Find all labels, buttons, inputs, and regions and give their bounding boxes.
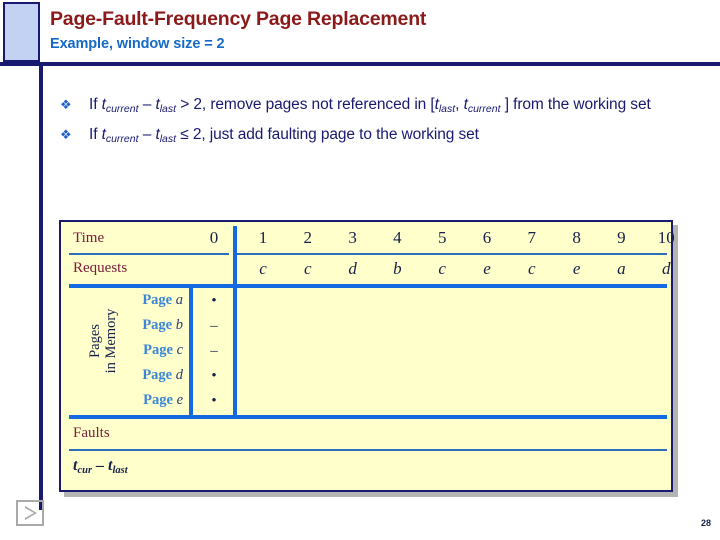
time-cell-8: 8 bbox=[572, 228, 581, 247]
request-cell-8: e bbox=[572, 259, 581, 278]
row-label-requests: Requests bbox=[73, 260, 128, 276]
bullet-1-part-3: – bbox=[138, 126, 156, 143]
bullet-1-part-2: current bbox=[105, 133, 139, 145]
request-cell-10: d bbox=[661, 259, 671, 278]
time-cell-3: 3 bbox=[348, 228, 357, 247]
list-item: ❖ If tcurrent – tlast ≤ 2, just add faul… bbox=[58, 124, 708, 150]
row-label-faults: Faults bbox=[73, 425, 110, 441]
vrule-time-split bbox=[233, 226, 237, 284]
request-cell-1: c bbox=[259, 259, 267, 278]
time-cell-1: 1 bbox=[258, 228, 268, 247]
time-cell-2: 2 bbox=[303, 228, 313, 247]
row-label-time: Time bbox=[73, 230, 105, 246]
delta-t-cur-sub: cur bbox=[77, 465, 93, 476]
page-row-label-b: Page b bbox=[91, 317, 183, 334]
request-cell-4: b bbox=[393, 259, 402, 278]
list-item: ❖ If tcurrent – tlast > 2, remove pages … bbox=[58, 94, 708, 120]
page-letter-b: b bbox=[175, 317, 183, 333]
page-a-col0-mark: • bbox=[211, 293, 217, 309]
rule-below-faults bbox=[69, 449, 667, 451]
page-d-col0-mark: • bbox=[211, 368, 217, 384]
left-vertical-divider bbox=[39, 62, 43, 510]
bullet-0-part-3: – bbox=[138, 96, 156, 113]
bullet-0-part-12: ] from the working set bbox=[500, 96, 651, 113]
time-cell-5: 5 bbox=[437, 228, 447, 247]
time-cell-6: 6 bbox=[482, 228, 492, 247]
rule-below-pages bbox=[69, 415, 667, 419]
diamond-bullet-icon: ❖ bbox=[60, 127, 72, 142]
request-cell-6: e bbox=[483, 259, 491, 278]
bullet-0-part-8: last bbox=[438, 103, 456, 115]
bullet-0-part-0: If bbox=[89, 96, 102, 113]
bullet-text-0: If tcurrent – tlast > 2, remove pages no… bbox=[89, 96, 651, 115]
bullet-0-part-1: t bbox=[101, 96, 106, 113]
page-subtitle: Example, window size = 2 bbox=[50, 36, 225, 52]
vrule-col0-right bbox=[233, 284, 237, 415]
page-e-col0-mark: • bbox=[211, 393, 217, 409]
bullet-0-part-10: t bbox=[463, 96, 468, 113]
bullet-0-part-4: t bbox=[155, 96, 160, 113]
next-slide-button[interactable] bbox=[16, 500, 44, 526]
page-c-col0-mark: – bbox=[210, 343, 218, 359]
time-cell-10: 10 bbox=[657, 228, 675, 247]
vrule-col0-left bbox=[189, 284, 193, 415]
delta-t-last: t bbox=[108, 457, 113, 474]
header-accent-box bbox=[3, 2, 40, 62]
bullet-1-part-1: t bbox=[101, 126, 106, 143]
page-letter-d: d bbox=[175, 367, 183, 383]
bullet-0-part-2: current bbox=[105, 103, 139, 115]
time-cell-0: 0 bbox=[209, 228, 219, 247]
page-b-col0-mark: – bbox=[210, 318, 218, 334]
time-cell-4: 4 bbox=[393, 228, 402, 247]
time-cell-7: 7 bbox=[527, 228, 537, 247]
request-cell-7: c bbox=[528, 259, 536, 278]
play-triangle-inner-icon bbox=[25, 508, 34, 518]
request-cell-5: c bbox=[438, 259, 446, 278]
rule-time-left bbox=[69, 253, 229, 255]
bullet-0-part-5: last bbox=[159, 103, 177, 115]
page-row-label-d: Page d bbox=[91, 367, 183, 384]
page-row-label-e: Page e bbox=[91, 392, 183, 409]
bullet-1-part-5: last bbox=[159, 133, 177, 145]
page-word-a: Page bbox=[142, 292, 176, 308]
row-label-delta-t: tcur – tlast bbox=[73, 457, 128, 476]
page-word-e: Page bbox=[143, 392, 177, 408]
slide-header: Page-Fault-Frequency Page Replacement Ex… bbox=[0, 0, 720, 72]
page-row-label-a: Page a bbox=[91, 292, 183, 309]
rule-below-requests bbox=[69, 284, 667, 288]
bullet-list: ❖ If tcurrent – tlast > 2, remove pages … bbox=[58, 94, 708, 154]
page-letter-a: a bbox=[175, 292, 183, 308]
page-word-b: Page bbox=[142, 317, 176, 333]
bullet-text-1: If tcurrent – tlast ≤ 2, just add faulti… bbox=[89, 126, 479, 145]
page-word-c: Page bbox=[143, 342, 177, 358]
time-cell-9: 9 bbox=[617, 228, 626, 247]
page-title: Page-Fault-Frequency Page Replacement bbox=[50, 8, 427, 30]
page-number: 28 bbox=[700, 518, 711, 528]
diamond-bullet-icon: ❖ bbox=[60, 97, 72, 112]
delta-t-cur: t bbox=[73, 457, 78, 474]
delta-t-minus: – bbox=[92, 457, 109, 474]
page-letter-e: e bbox=[176, 392, 183, 408]
bullet-1-part-0: If bbox=[89, 126, 102, 143]
bullet-1-part-6: ≤ 2, just add faulting page to the worki… bbox=[176, 126, 479, 143]
request-cell-3: d bbox=[348, 259, 357, 278]
request-cell-2: c bbox=[304, 259, 312, 278]
rule-time-right bbox=[237, 253, 667, 255]
bullet-0-part-6: > 2, remove pages not referenced in [ bbox=[176, 96, 435, 113]
page-letter-c: c bbox=[176, 342, 183, 358]
bullet-1-part-4: t bbox=[155, 126, 160, 143]
page-fault-table: Time Requests Faults tcur – tlast Pages … bbox=[59, 220, 675, 492]
page-row-label-c: Page c bbox=[91, 342, 183, 359]
header-divider bbox=[0, 62, 720, 66]
delta-t-last-sub: last bbox=[112, 465, 128, 476]
bullet-0-part-7: t bbox=[434, 96, 439, 113]
page-word-d: Page bbox=[142, 367, 176, 383]
bullet-0-part-11: current bbox=[467, 103, 501, 115]
request-cell-9: a bbox=[617, 259, 626, 278]
bullet-0-part-9: , bbox=[455, 96, 464, 113]
